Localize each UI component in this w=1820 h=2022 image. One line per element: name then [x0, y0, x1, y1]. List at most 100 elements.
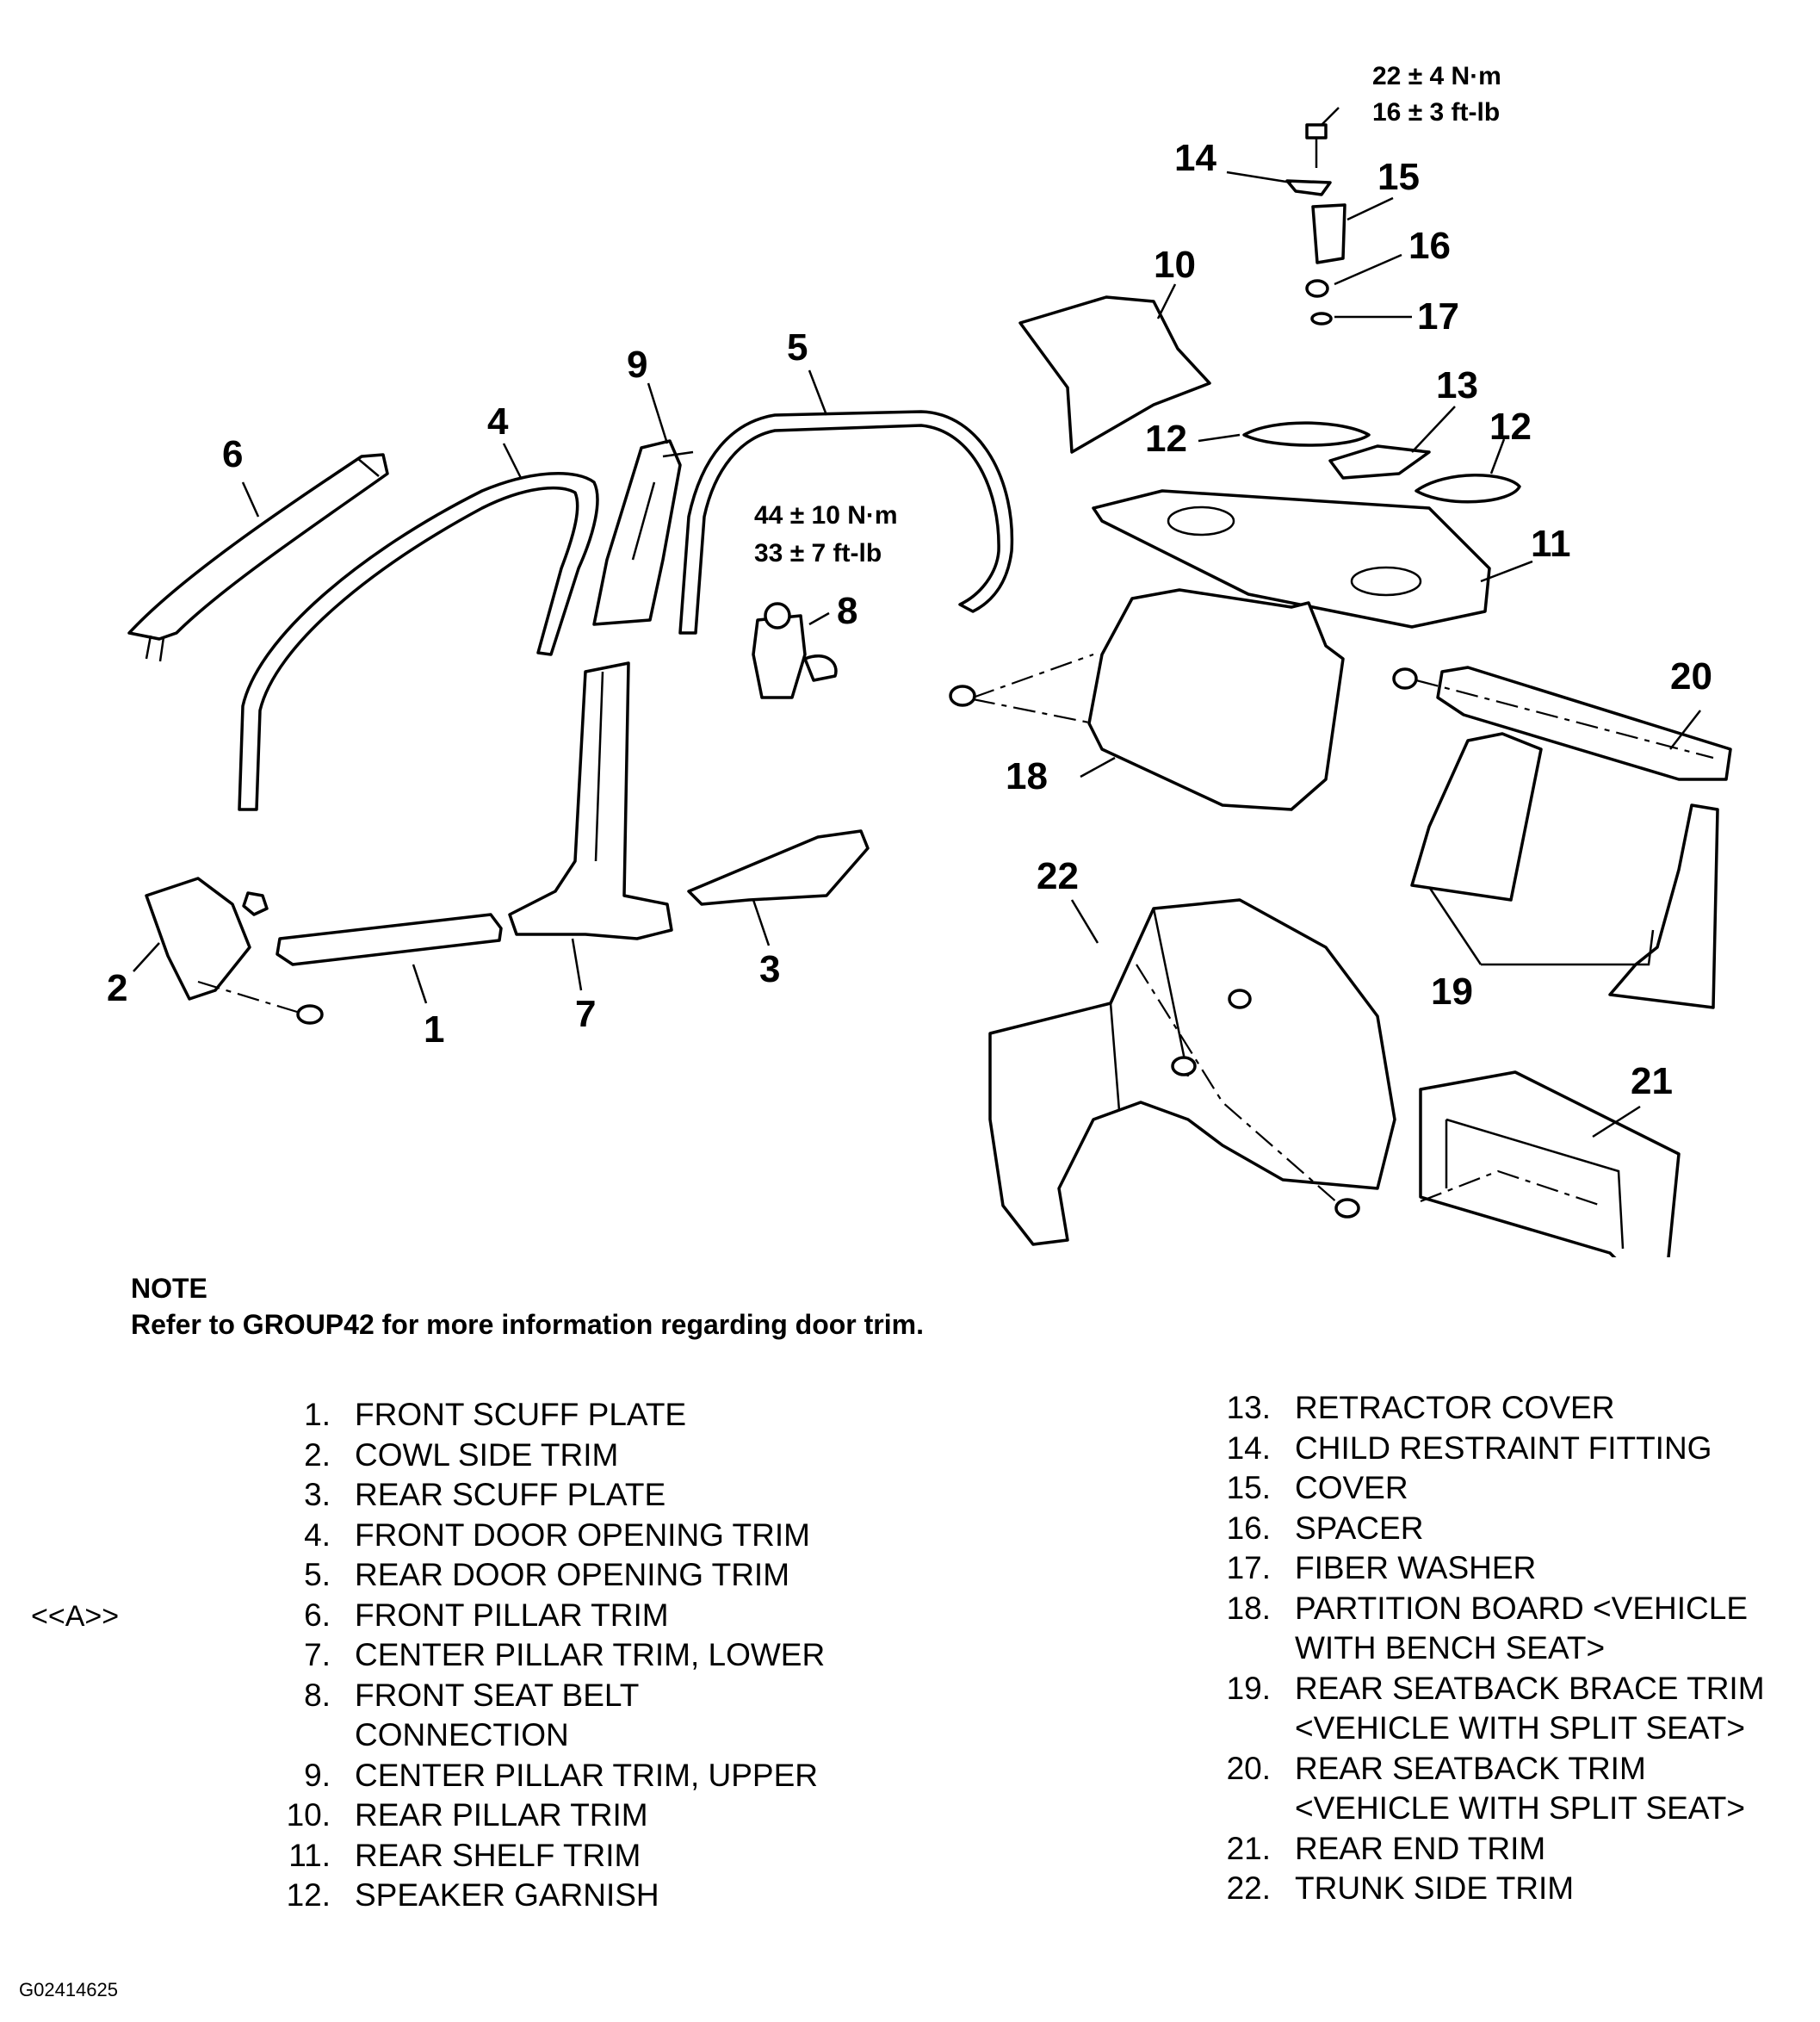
- leader-lines: [133, 107, 1701, 1138]
- legend-item-label-continued: <VEHICLE WITH SPLIT SEAT>: [1295, 1710, 1745, 1746]
- part-rear-seatback-trim: [1392, 666, 1732, 781]
- legend-item: 19. REAR SEATBACK BRACE TRIM: [1198, 1669, 1765, 1709]
- callout-21: 21: [1631, 1060, 1673, 1102]
- legend-item: <VEHICLE WITH SPLIT SEAT>: [1198, 1709, 1765, 1749]
- legend-item: 5. REAR DOOR OPENING TRIM: [258, 1555, 825, 1596]
- callout-7: 7: [575, 993, 596, 1035]
- legend-item-label: FRONT SCUFF PLATE: [355, 1397, 687, 1432]
- part-front-door-opening-trim: [238, 472, 599, 811]
- legend-item: CONNECTION: [258, 1715, 825, 1756]
- callout-8: 8: [837, 590, 857, 632]
- legend-item: 3.REAR SCUFF PLATE: [258, 1475, 825, 1516]
- note-title: NOTE: [131, 1273, 207, 1304]
- legend-item-label: SPACER: [1295, 1510, 1424, 1546]
- callout-6: 6: [222, 433, 243, 475]
- callout-5: 5: [787, 326, 808, 369]
- legend-item-number: 16.: [1226, 1510, 1271, 1546]
- legend-item: 20.REAR SEATBACK TRIM: [1198, 1749, 1765, 1789]
- legend-item: 6. FRONT PILLAR TRIM: [258, 1596, 825, 1636]
- torque-top-imperial: 16 ± 3 ft-lb: [1372, 98, 1500, 127]
- legend-item-label: REAR END TRIM: [1295, 1830, 1546, 1866]
- callout-20: 20: [1670, 655, 1712, 698]
- legend-item: 18.PARTITION BOARD <VEHICLE: [1198, 1589, 1765, 1629]
- legend-item-number: 21.: [1226, 1830, 1271, 1866]
- legend-item: 21. REAR END TRIM: [1198, 1829, 1765, 1870]
- legend-item-label: COVER: [1295, 1470, 1408, 1505]
- legend-item-label: REAR SHELF TRIM: [355, 1837, 641, 1873]
- legend-item-label: TRUNK SIDE TRIM: [1295, 1870, 1575, 1906]
- part-front-scuff-plate: [275, 913, 503, 966]
- legend-item-label: CENTER PILLAR TRIM, UPPER: [355, 1757, 818, 1793]
- torque-specs: 22 ± 4 N·m 16 ± 3 ft-lb 44 ± 10 N·m 33 ±…: [754, 62, 1501, 568]
- legend-item-number: 3.: [304, 1477, 331, 1512]
- legend-item-label: RETRACTOR COVER: [1295, 1390, 1615, 1425]
- legend-item: 13. RETRACTOR COVER: [1198, 1388, 1765, 1429]
- legend-item-label: REAR SEATBACK BRACE TRIM: [1295, 1670, 1765, 1706]
- legend-item-label: CENTER PILLAR TRIM, LOWER: [355, 1637, 826, 1672]
- callout-19: 19: [1431, 971, 1473, 1013]
- legend-item: 9.CENTER PILLAR TRIM, UPPER: [258, 1756, 825, 1796]
- callout-labels: 1 2 3 4 5 6 7 8 9 10 11 12 12 13 14 15 1…: [107, 137, 1712, 1102]
- part-rear-door-opening-trim: [678, 410, 1014, 635]
- legend-item-number: 1.: [304, 1397, 331, 1432]
- legend-item-label-continued: WITH BENCH SEAT>: [1295, 1630, 1606, 1665]
- legend-item: 2. COWL SIDE TRIM: [258, 1436, 825, 1476]
- part-trunk-side-trim: [988, 898, 1396, 1246]
- legend-item: 4.FRONT DOOR OPENING TRIM: [258, 1516, 825, 1556]
- legend-item: 12.SPEAKER GARNISH: [258, 1876, 825, 1916]
- callout-18: 18: [1006, 755, 1048, 797]
- legend-item-number: 5.: [304, 1557, 331, 1592]
- callout-11: 11: [1531, 523, 1571, 565]
- legend-item-number: 6.: [304, 1597, 331, 1633]
- legend-item: 14.CHILD RESTRAINT FITTING: [1198, 1429, 1765, 1469]
- legend-item-number: 13.: [1226, 1390, 1271, 1425]
- legend-item-label-continued: CONNECTION: [355, 1717, 569, 1752]
- reference-marker: <<A>>: [31, 1600, 120, 1633]
- legend-item: 17.FIBER WASHER: [1198, 1548, 1765, 1589]
- legend-item: 8. FRONT SEAT BELT: [258, 1676, 825, 1716]
- legend-item-number: 8.: [304, 1677, 331, 1713]
- part-rear-end-trim: [1419, 1070, 1681, 1257]
- legend-item-number: 10.: [286, 1797, 331, 1833]
- callout-15: 15: [1377, 156, 1420, 198]
- torque-mid-metric: 44 ± 10 N·m: [754, 501, 898, 530]
- legend-item: WITH BENCH SEAT>: [1198, 1628, 1765, 1669]
- exploded-parts-diagram: 1 2 3 4 5 6 7 8 9 10 11 12 12 13 14 15 1…: [107, 62, 1732, 1257]
- part-rear-shelf-trim: [1092, 489, 1491, 629]
- callout-16: 16: [1408, 225, 1451, 267]
- part-speaker-garnish: [1242, 421, 1521, 504]
- part-bolt-top: [1285, 123, 1346, 326]
- legend-item-number: 18.: [1226, 1590, 1271, 1626]
- legend-item-number: 7.: [304, 1637, 331, 1672]
- legend-item-number: 2.: [304, 1436, 331, 1473]
- callout-17: 17: [1417, 295, 1459, 338]
- legend-item-number: 12.: [286, 1877, 331, 1913]
- part-rear-pillar-trim: [1018, 295, 1211, 454]
- parts-legend-right: 13. RETRACTOR COVER 14.CHILD RESTRAINT FIT…: [1198, 1388, 1765, 1909]
- legend-item-number: 4.: [304, 1516, 331, 1553]
- legend-item: 10.REAR PILLAR TRIM: [258, 1796, 825, 1836]
- legend-item: 16. SPACER: [1198, 1509, 1765, 1549]
- callout-14: 14: [1174, 137, 1216, 179]
- callout-10: 10: [1154, 244, 1196, 286]
- part-rear-scuff-plate: [687, 829, 870, 906]
- part-front-pillar-trim: [127, 453, 389, 662]
- legend-item-number: 19.: [1226, 1670, 1271, 1706]
- part-retractor-cover: [1328, 444, 1431, 480]
- legend-item-number: 11.: [288, 1837, 331, 1873]
- legend-item-label: FIBER WASHER: [1295, 1550, 1537, 1585]
- part-rear-seatback-brace-trim: [1410, 732, 1719, 1009]
- legend-item-label: REAR SEATBACK TRIM: [1295, 1750, 1646, 1786]
- callout-4: 4: [487, 400, 509, 443]
- callout-2: 2: [107, 967, 127, 1009]
- legend-item-label: COWL SIDE TRIM: [355, 1436, 619, 1473]
- legend-item: 15.COVER: [1198, 1468, 1765, 1509]
- part-cowl-side-trim: [145, 877, 324, 1025]
- legend-item-label: REAR DOOR OPENING TRIM: [355, 1557, 790, 1592]
- legend-item-label: FRONT PILLAR TRIM: [355, 1597, 669, 1633]
- legend-item-label: FRONT SEAT BELT: [355, 1677, 640, 1713]
- callout-1: 1: [424, 1008, 444, 1051]
- legend-item-number: 14.: [1226, 1430, 1271, 1466]
- callout-22: 22: [1037, 855, 1079, 897]
